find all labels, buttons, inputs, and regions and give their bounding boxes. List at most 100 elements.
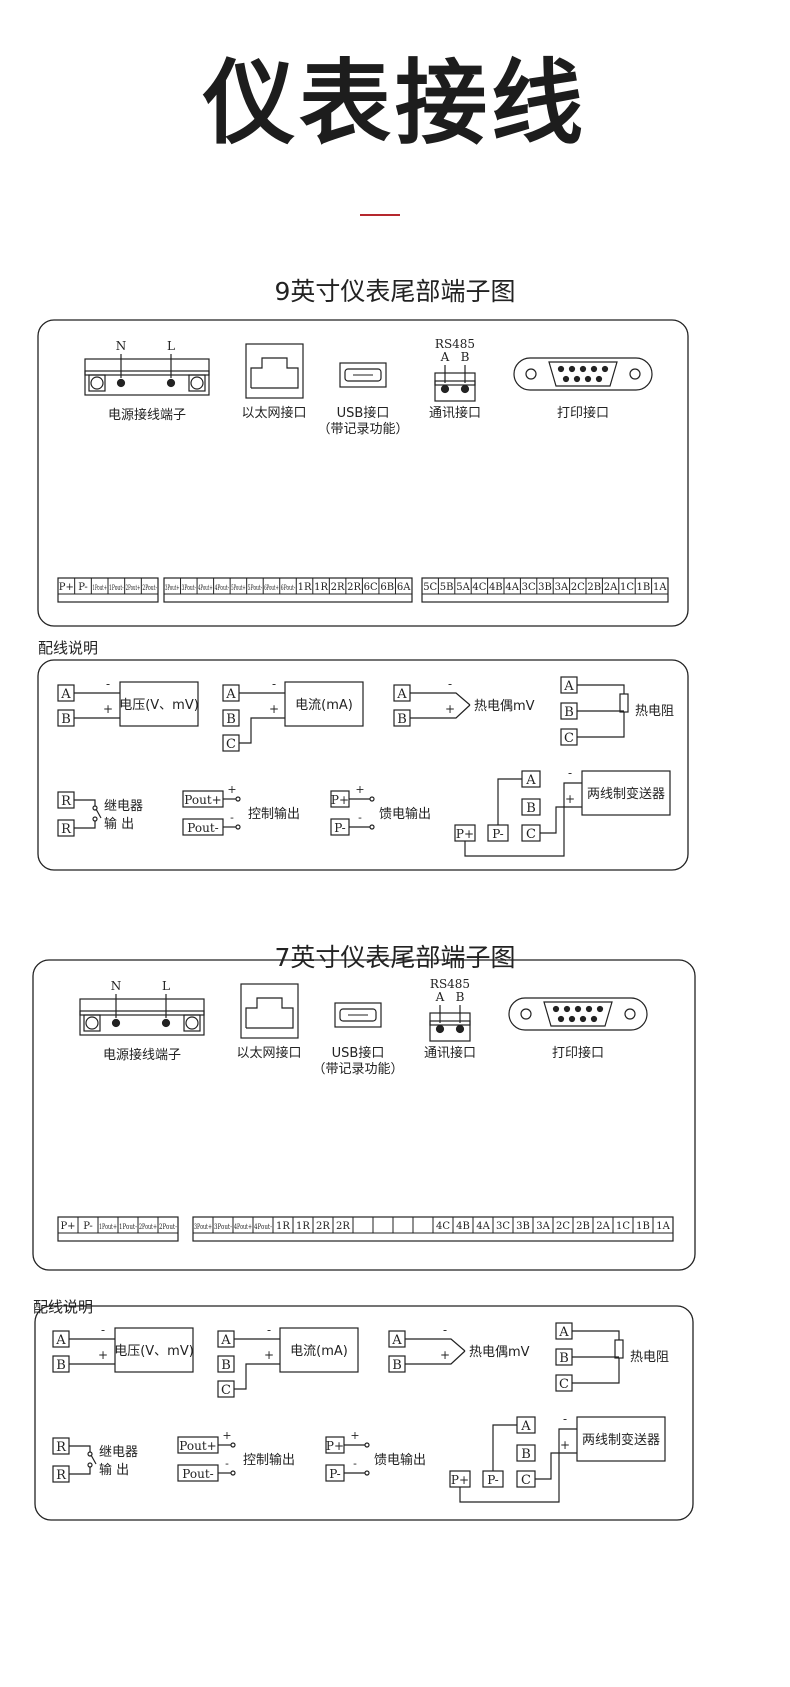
relay-contact-icon — [87, 1462, 93, 1468]
mount-hole-icon — [629, 368, 641, 380]
db9-pin — [568, 365, 576, 373]
screw-icon — [85, 1016, 99, 1030]
terminal-label-3B: 3B — [538, 582, 552, 593]
usb-icon-frame — [334, 1002, 382, 1028]
terminal-label-4A: 4A — [476, 1221, 490, 1232]
rs485-title: RS485 — [435, 337, 475, 351]
terminal-label-3Pout-: 3Pout- — [214, 1222, 232, 1231]
screw-icon — [90, 376, 104, 390]
terminal-label-6B: 6B — [380, 582, 394, 593]
rs485-title: RS485 — [430, 977, 470, 991]
relay-label-2: 输 出 — [99, 1462, 129, 1478]
terminal-dot — [116, 378, 126, 388]
rtd-wire-a — [577, 684, 625, 694]
tx-wire-pplus — [459, 1428, 577, 1503]
terminal-label-3A: 3A — [536, 1221, 550, 1232]
current-a-label: A — [220, 1333, 231, 1348]
tx-pplus-label: P+ — [456, 827, 474, 841]
terminal-label-1Pout+: 1Pout+ — [92, 583, 107, 592]
power-screw-right-frame — [183, 1014, 201, 1032]
relay-wire-2 — [69, 1467, 91, 1475]
control-pminus-label: Pout- — [182, 1467, 213, 1481]
feed-output-label: 馈电输出 — [379, 806, 431, 822]
plus-sign: + — [269, 702, 279, 716]
power-screw-left-frame — [83, 1014, 101, 1032]
plus-sign: + — [264, 1348, 274, 1362]
power-block-top — [79, 998, 205, 1016]
rs485-block — [429, 1020, 471, 1042]
power-screw-left-frame — [88, 374, 106, 392]
power-terminal-label: 电源接线端子 — [108, 407, 186, 423]
tc-a-label: A — [391, 1333, 402, 1348]
terminal-label-1C: 1C — [616, 1221, 630, 1232]
power-l-label: L — [167, 339, 175, 353]
terminal-label-3A: 3A — [555, 582, 569, 593]
rs485-a-label: A — [440, 350, 450, 364]
rtd-wire-c — [577, 712, 625, 738]
current-wire-c — [239, 717, 285, 744]
terminal-label-2A: 2A — [596, 1221, 610, 1232]
plus-sign: + — [440, 1348, 450, 1362]
printer-port-frame — [508, 997, 648, 1031]
terminal-label-3Pout+: 3Pout+ — [194, 1222, 212, 1231]
resistor-icon — [614, 1339, 624, 1359]
rs485-a-label: A — [435, 990, 445, 1004]
transmitter-label: 两线制变送器 — [582, 1432, 660, 1448]
rtd-c-label: C — [559, 1377, 569, 1392]
db9-pin — [562, 375, 570, 383]
relay-wire-1 — [74, 799, 96, 806]
printer-label: 打印接口 — [552, 1045, 604, 1061]
printer-label: 打印接口 — [557, 405, 609, 421]
screw-icon — [190, 376, 204, 390]
mount-hole-icon — [525, 368, 537, 380]
minus-sign: - — [353, 1457, 357, 1470]
current-a-label: A — [225, 687, 236, 702]
current-wire-c — [234, 1363, 280, 1390]
terminal-label-6A: 6A — [397, 582, 411, 593]
usb-icon-frame — [339, 362, 387, 388]
minus-sign: - — [563, 1412, 567, 1426]
rtd-a-label: A — [563, 679, 574, 694]
current-box — [279, 1327, 359, 1373]
terminal-label-1R: 1R — [276, 1221, 290, 1232]
plus-sign: + — [227, 783, 236, 796]
tx-wire-pplus — [464, 782, 582, 857]
terminal-dot — [166, 378, 176, 388]
rs485-b-label: B — [456, 990, 465, 1004]
rs485-block — [434, 380, 476, 402]
terminal-dot — [455, 1024, 465, 1034]
thermocouple-label: 热电偶mV — [474, 699, 535, 714]
relay-r1-label: R — [56, 1440, 67, 1455]
wiring-9inch-frame — [37, 659, 689, 871]
terminal-label-P+: P+ — [59, 582, 74, 593]
relay-switch-icon — [95, 808, 102, 819]
terminal-label-2R: 2R — [336, 1221, 350, 1232]
output-terminal-icon — [235, 796, 241, 802]
ethernet-icon — [245, 997, 294, 1029]
title-divider — [360, 214, 400, 216]
terminal-label-4B: 4B — [489, 582, 503, 593]
voltage-label: 电压(V、mV) — [114, 1344, 194, 1359]
terminal-label-3Pout-: 3Pout- — [182, 583, 197, 592]
relay-r1-label: R — [61, 794, 72, 809]
minus-sign: - — [358, 811, 362, 824]
voltage-a-label: A — [55, 1333, 66, 1348]
tx-b-box — [521, 798, 541, 816]
section-title-7inch: 7英寸仪表尾部端子图 — [274, 943, 516, 972]
rs485-block-top — [429, 1012, 471, 1026]
feed-output-label: 馈电输出 — [374, 1452, 426, 1468]
tx-wire-c — [540, 806, 582, 834]
tc-wire-a — [405, 1338, 466, 1352]
db9-pin — [579, 1015, 587, 1023]
terminal-label-P-: P- — [83, 1221, 93, 1232]
power-terminal-label: 电源接线端子 — [103, 1047, 181, 1063]
wiring-7inch-frame — [34, 1305, 694, 1521]
minus-sign: - — [448, 677, 452, 691]
relay-label-2: 输 出 — [104, 816, 134, 832]
voltage-a-label: A — [60, 687, 71, 702]
db9-pin — [552, 1005, 560, 1013]
minus-sign: - — [267, 1323, 271, 1337]
rs485-b-label: B — [461, 350, 470, 364]
relay-wire-1 — [69, 1445, 91, 1452]
